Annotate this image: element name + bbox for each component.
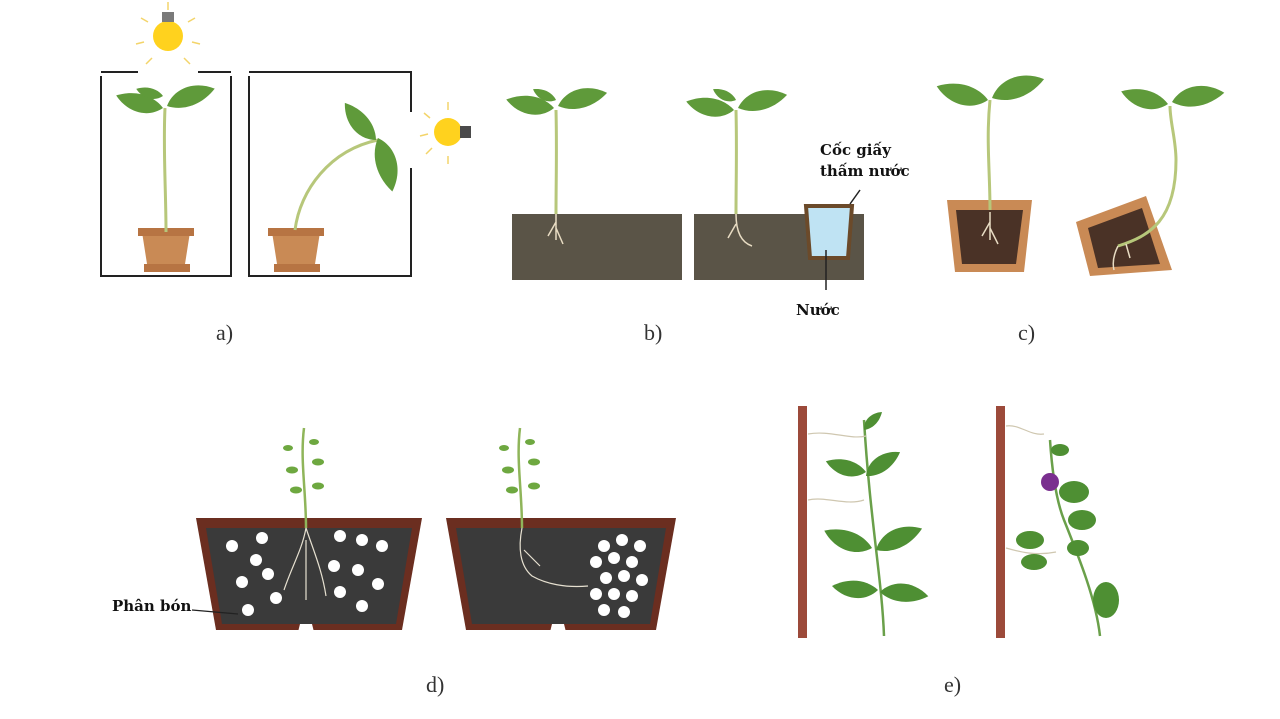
- pea-flower: [1041, 473, 1059, 491]
- panel-a-illustration: [100, 2, 471, 277]
- caption-e: e): [944, 672, 962, 697]
- water-cup: [803, 189, 861, 290]
- panel-d-illustration: [191, 427, 676, 632]
- cup-label: Cốc giấy thấm nước: [820, 140, 910, 182]
- panel-c-illustration: [933, 69, 1226, 276]
- lightbulb-icon: [135, 2, 201, 65]
- lightbulb-side-icon: [419, 102, 471, 164]
- water-label: Nước: [796, 301, 840, 319]
- panel-e-illustration: [798, 406, 1119, 638]
- caption-d: d): [426, 672, 445, 697]
- caption-c: c): [1018, 320, 1036, 345]
- panel-b-illustration: [504, 84, 864, 290]
- pot-tipped: [1076, 196, 1172, 276]
- fertilizer-label: Phân bón: [112, 597, 192, 615]
- caption-b: b): [644, 320, 663, 345]
- pot-bent: [268, 228, 324, 272]
- pot-upright: [138, 228, 194, 272]
- cup-label-line2: thấm nước: [820, 162, 910, 180]
- caption-a: a): [216, 320, 234, 345]
- cup-label-line1: Cốc giấy: [820, 141, 891, 159]
